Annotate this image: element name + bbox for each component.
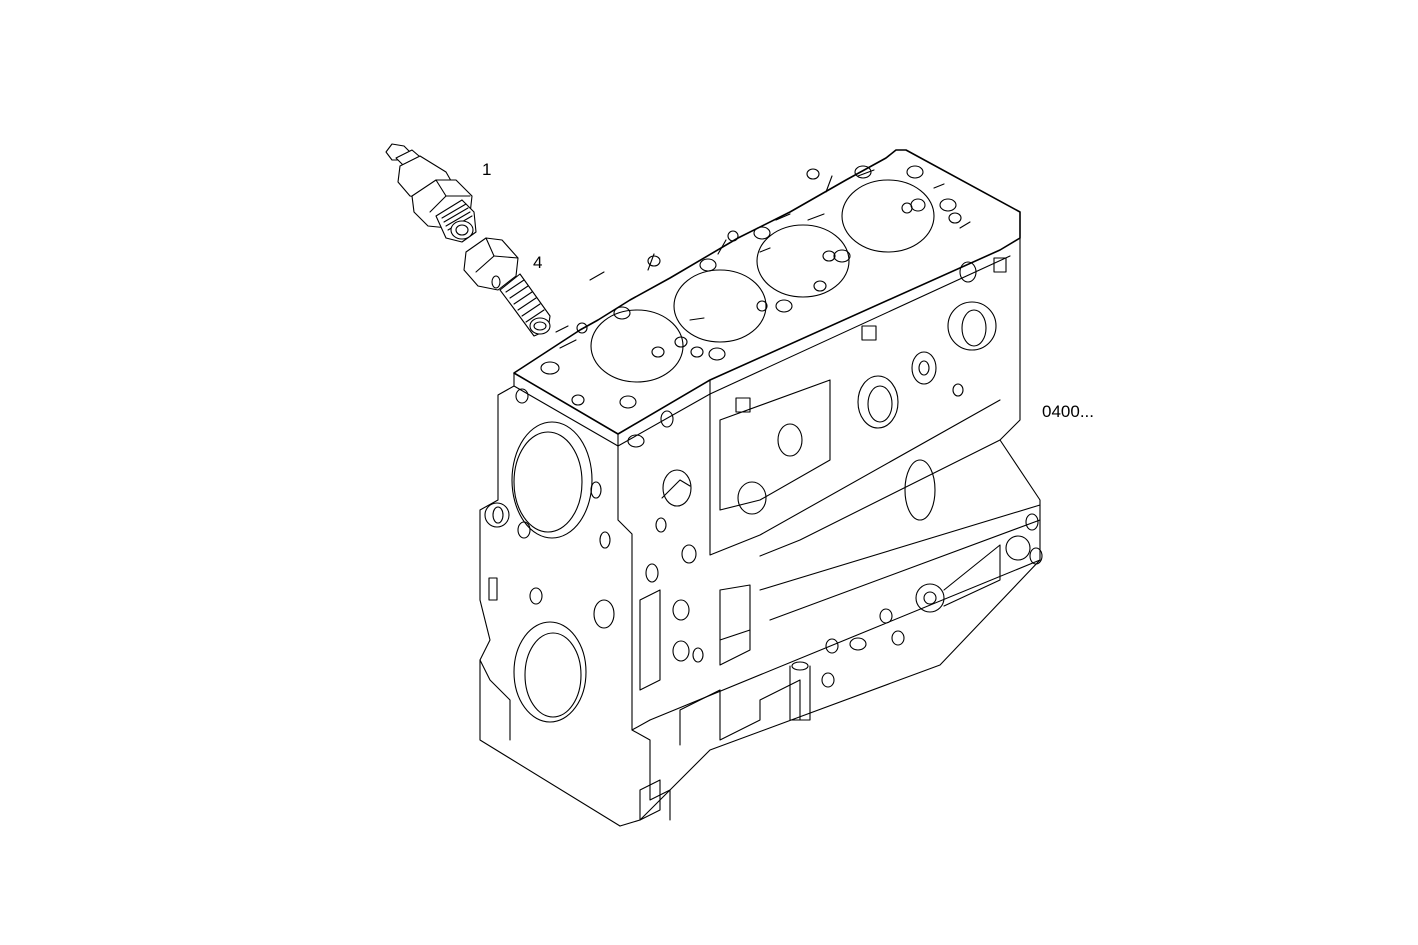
callout-label-4: 4 [533, 253, 543, 272]
reference-code: 0400... [1042, 402, 1094, 421]
sensor-part-1 [385, 143, 477, 243]
engine-block [479, 149, 1043, 827]
leader-line [555, 325, 569, 333]
banjo-bolt-part-4 [463, 237, 551, 337]
callout-label-1: 1 [482, 160, 492, 179]
